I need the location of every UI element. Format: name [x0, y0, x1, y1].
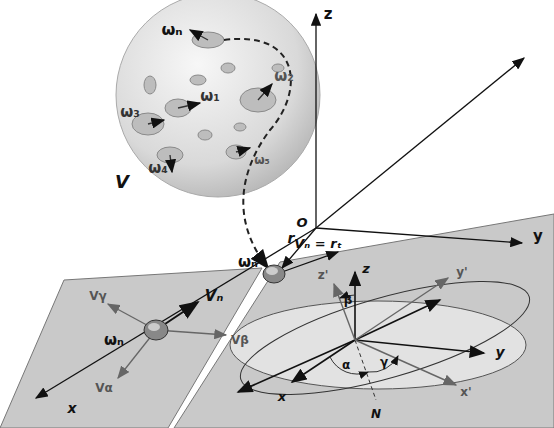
sphere-label: ωₙ	[161, 22, 182, 38]
axis-label: y	[533, 229, 543, 244]
axis-label: ωₙ	[104, 333, 124, 348]
sphere-label: ω₅	[254, 154, 270, 166]
axis-label: Vₙ	[205, 289, 223, 304]
axis-label: Vγ	[89, 290, 106, 302]
sphere-label: ω₃	[120, 105, 140, 120]
sphere-label: ω₄	[148, 161, 168, 176]
sphere-label: V	[115, 173, 129, 191]
axis-label: x	[67, 401, 76, 415]
sphere-label: ω₁	[200, 89, 220, 104]
sphere-label: ω₂	[274, 69, 294, 84]
axis-label: ωₙ	[238, 255, 258, 270]
axis-label: z'	[318, 269, 329, 281]
axis-label: Vα	[95, 382, 113, 394]
axis-label: N	[371, 408, 381, 420]
axis-label: r	[288, 231, 295, 245]
axis-label: y'	[456, 266, 468, 278]
axis-label: O	[296, 216, 307, 229]
axis-label: x'	[460, 386, 471, 398]
axis-label: γ	[380, 356, 388, 368]
axis-label: y	[495, 345, 504, 359]
axis-label: z	[324, 7, 333, 22]
axis-label: Vₙ = rₜ	[294, 237, 341, 250]
axis-label: z	[362, 262, 370, 275]
axis-label: α	[342, 359, 350, 371]
axis-label: β	[344, 294, 353, 306]
axis-label: x	[278, 390, 286, 403]
axis-label: Vβ	[231, 334, 249, 346]
